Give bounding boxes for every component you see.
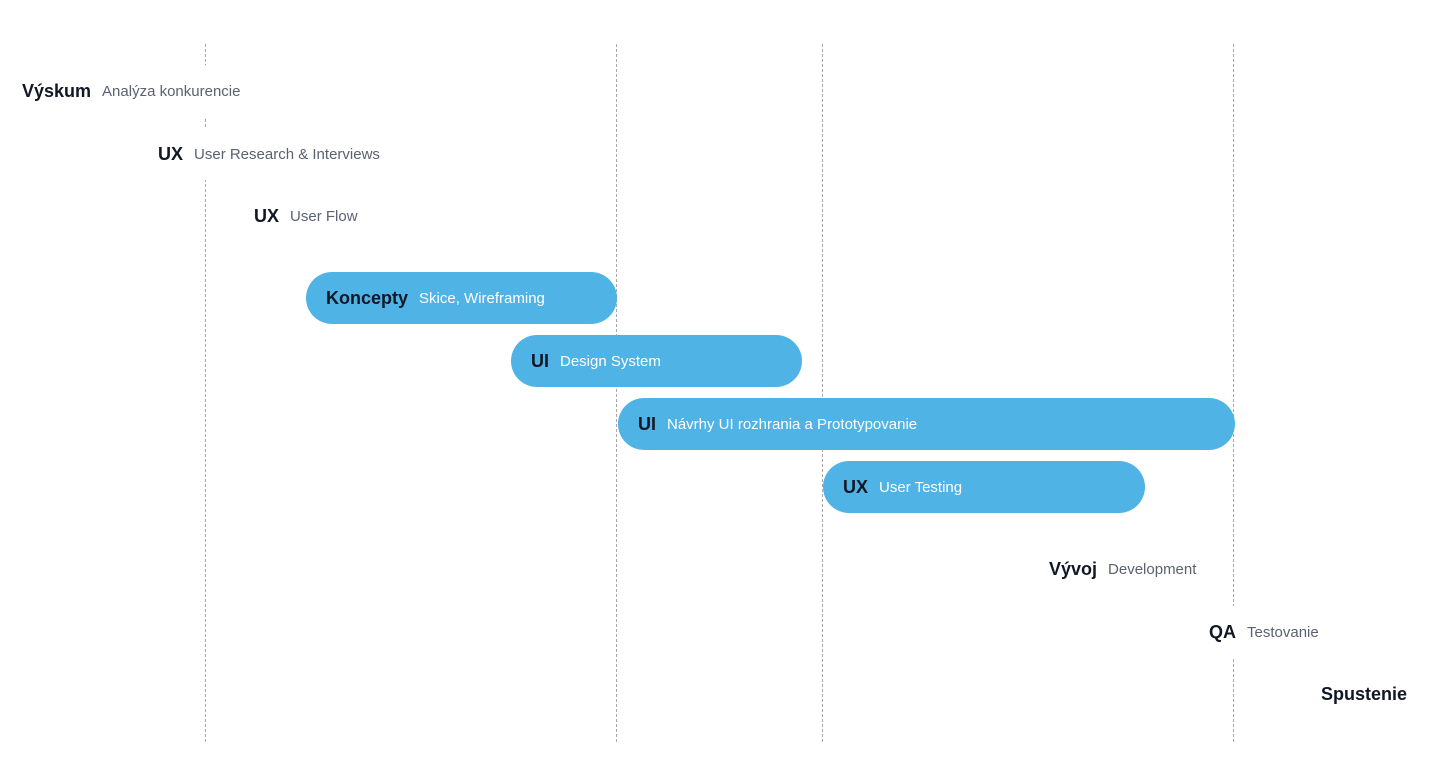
task-koncepty-bar: Koncepty Skice, Wireframing: [306, 272, 617, 324]
gridline: [1233, 44, 1234, 742]
task-description: Analýza konkurencie: [102, 82, 241, 100]
task-vyvoj: Vývoj Development: [1041, 543, 1205, 595]
task-label: UX: [843, 476, 869, 497]
task-ux-user-flow: UX User Flow: [246, 190, 366, 242]
task-ui-navrhy-bar: UI Návrhy UI rozhrania a Prototypovanie: [618, 398, 1235, 450]
task-qa: QA Testovanie: [1201, 606, 1327, 658]
task-description: Testovanie: [1247, 623, 1319, 641]
task-description: Návrhy UI rozhrania a Prototypovanie: [667, 415, 918, 433]
task-ui-design-system-bar: UI Design System: [511, 335, 802, 387]
task-label: UX: [158, 143, 184, 164]
task-label: UI: [638, 413, 656, 434]
task-description: User Flow: [290, 207, 358, 225]
task-label: Koncepty: [326, 287, 409, 308]
task-label: QA: [1209, 621, 1236, 642]
task-label: UX: [254, 205, 280, 226]
task-label: Vývoj: [1049, 558, 1098, 579]
task-description: Development: [1108, 560, 1197, 578]
task-description: User Research & Interviews: [194, 145, 380, 163]
task-description: Skice, Wireframing: [419, 289, 545, 307]
task-vyskum: Výskum Analýza konkurencie: [14, 65, 249, 117]
task-label: UI: [531, 350, 549, 371]
task-label: Spustenie: [1321, 683, 1408, 704]
task-description: User Testing: [879, 478, 963, 496]
task-ux-user-testing-bar: UX User Testing: [823, 461, 1145, 513]
gridline: [205, 44, 206, 742]
task-spustenie: Spustenie: [1313, 668, 1416, 720]
task-label: Výskum: [22, 80, 92, 101]
task-ux-research: UX User Research & Interviews: [150, 128, 388, 180]
gridline: [822, 44, 823, 742]
gridline: [616, 44, 617, 742]
task-description: Design System: [560, 352, 661, 370]
